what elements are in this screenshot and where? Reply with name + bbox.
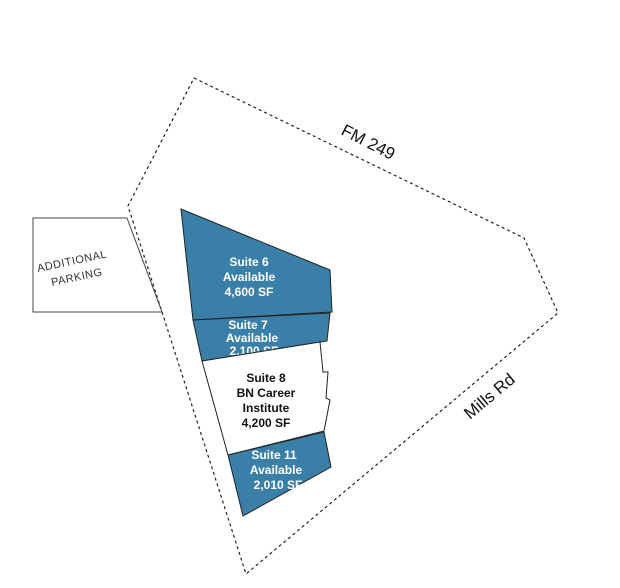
suite-6[interactable]: Suite 6 Available 4,600 SF — [180, 208, 333, 321]
suite-7-name: Suite 7 — [228, 318, 268, 332]
suite-6-shape — [180, 208, 333, 321]
suite-8-tenant-line2: Institute — [243, 401, 290, 415]
additional-parking[interactable]: ADDITIONAL PARKING — [32, 217, 163, 313]
suite-6-status: Available — [223, 270, 276, 284]
suite-8-tenant-line1: BN Career — [237, 386, 296, 400]
suite-7[interactable]: Suite 7 Available 2,100 SF — [192, 312, 331, 362]
suite-11-shape — [227, 431, 332, 517]
suite-11-name: Suite 11 — [251, 448, 297, 462]
suite-11[interactable]: Suite 11 Available 2,010 SF — [227, 431, 332, 517]
suite-7-status: Available — [226, 331, 279, 345]
road-label-fm249: FM 249 — [338, 121, 398, 164]
suite-7-shape — [192, 312, 331, 362]
parking-area — [32, 217, 163, 313]
suite-11-status: Available — [250, 463, 303, 477]
suite-6-name: Suite 6 — [229, 255, 269, 269]
suite-8[interactable]: Suite 8 BN Career Institute 4,200 SF — [201, 341, 331, 456]
suite-11-size: 2,010 SF — [254, 478, 303, 492]
road-label-mills-rd: Mills Rd — [460, 370, 519, 423]
property-boundary — [127, 77, 559, 576]
suite-8-name: Suite 8 — [246, 371, 286, 385]
suite-8-size: 4,200 SF — [242, 416, 291, 430]
suite-6-size: 4,600 SF — [225, 285, 274, 299]
